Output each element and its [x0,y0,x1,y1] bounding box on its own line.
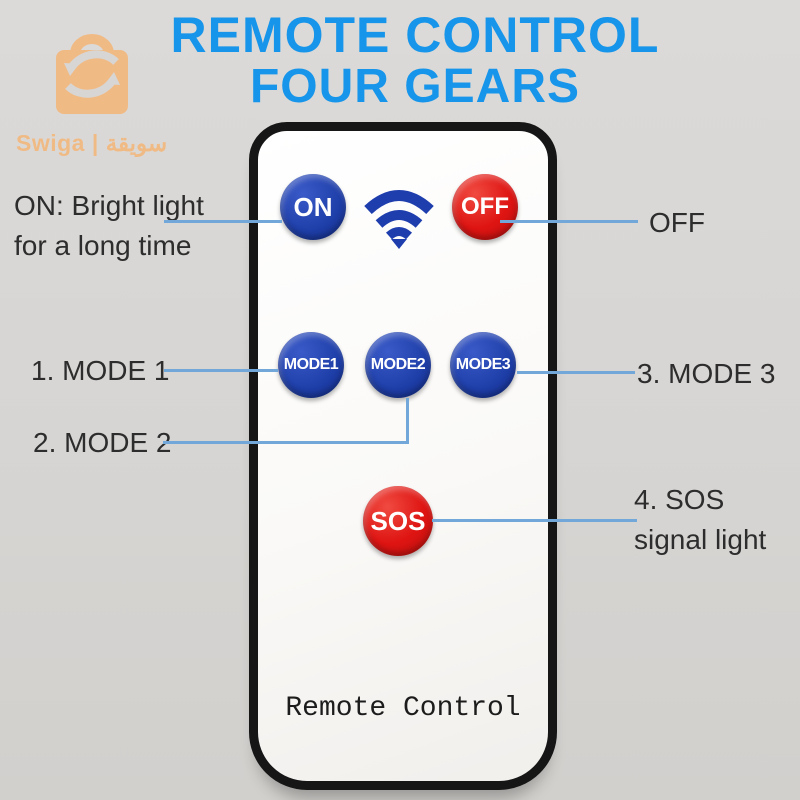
callout-line-mode1 [164,369,278,372]
annotation-sos-line1: 4. SOS [634,484,725,515]
callout-line-off [500,220,638,223]
annotation-on-line1: ON: Bright light [14,190,204,221]
callout-line-mode2-horizontal [163,441,409,444]
mode3-button: MODE3 [450,332,516,398]
remote-control-body: ON OFF MODE1 MODE2 MODE3 SOS Remote Cont… [249,122,557,790]
remote-brand-label: Remote Control [285,693,521,724]
mode1-button: MODE1 [278,332,344,398]
off-button: OFF [452,174,518,240]
mode2-button: MODE2 [365,332,431,398]
annotation-mode3: 3. MODE 3 [637,358,776,389]
callout-line-mode3 [517,371,635,374]
page-title-line2: FOUR GEARS [249,60,580,113]
shopping-bag-icon [56,34,128,114]
annotation-on: ON: Bright light for a long time [14,186,204,266]
callout-line-sos [432,519,637,522]
watermark-logo: Swiga | سويقة [16,18,196,168]
sos-button: SOS [363,486,433,556]
callout-line-on [164,220,282,223]
on-button: ON [280,174,346,240]
callout-line-mode2-vertical [406,398,409,444]
page-title-line1: REMOTE CONTROL [170,7,660,63]
watermark-brand-text: Swiga | سويقة [16,130,168,156]
wifi-icon [364,190,434,249]
annotation-mode1: 1. MODE 1 [31,355,170,386]
annotation-on-line2: for a long time [14,230,192,261]
annotation-mode2: 2. MODE 2 [33,427,172,458]
annotation-sos: 4. SOS signal light [634,480,766,560]
annotation-sos-line2: signal light [634,524,767,555]
annotation-off: OFF [649,207,705,238]
